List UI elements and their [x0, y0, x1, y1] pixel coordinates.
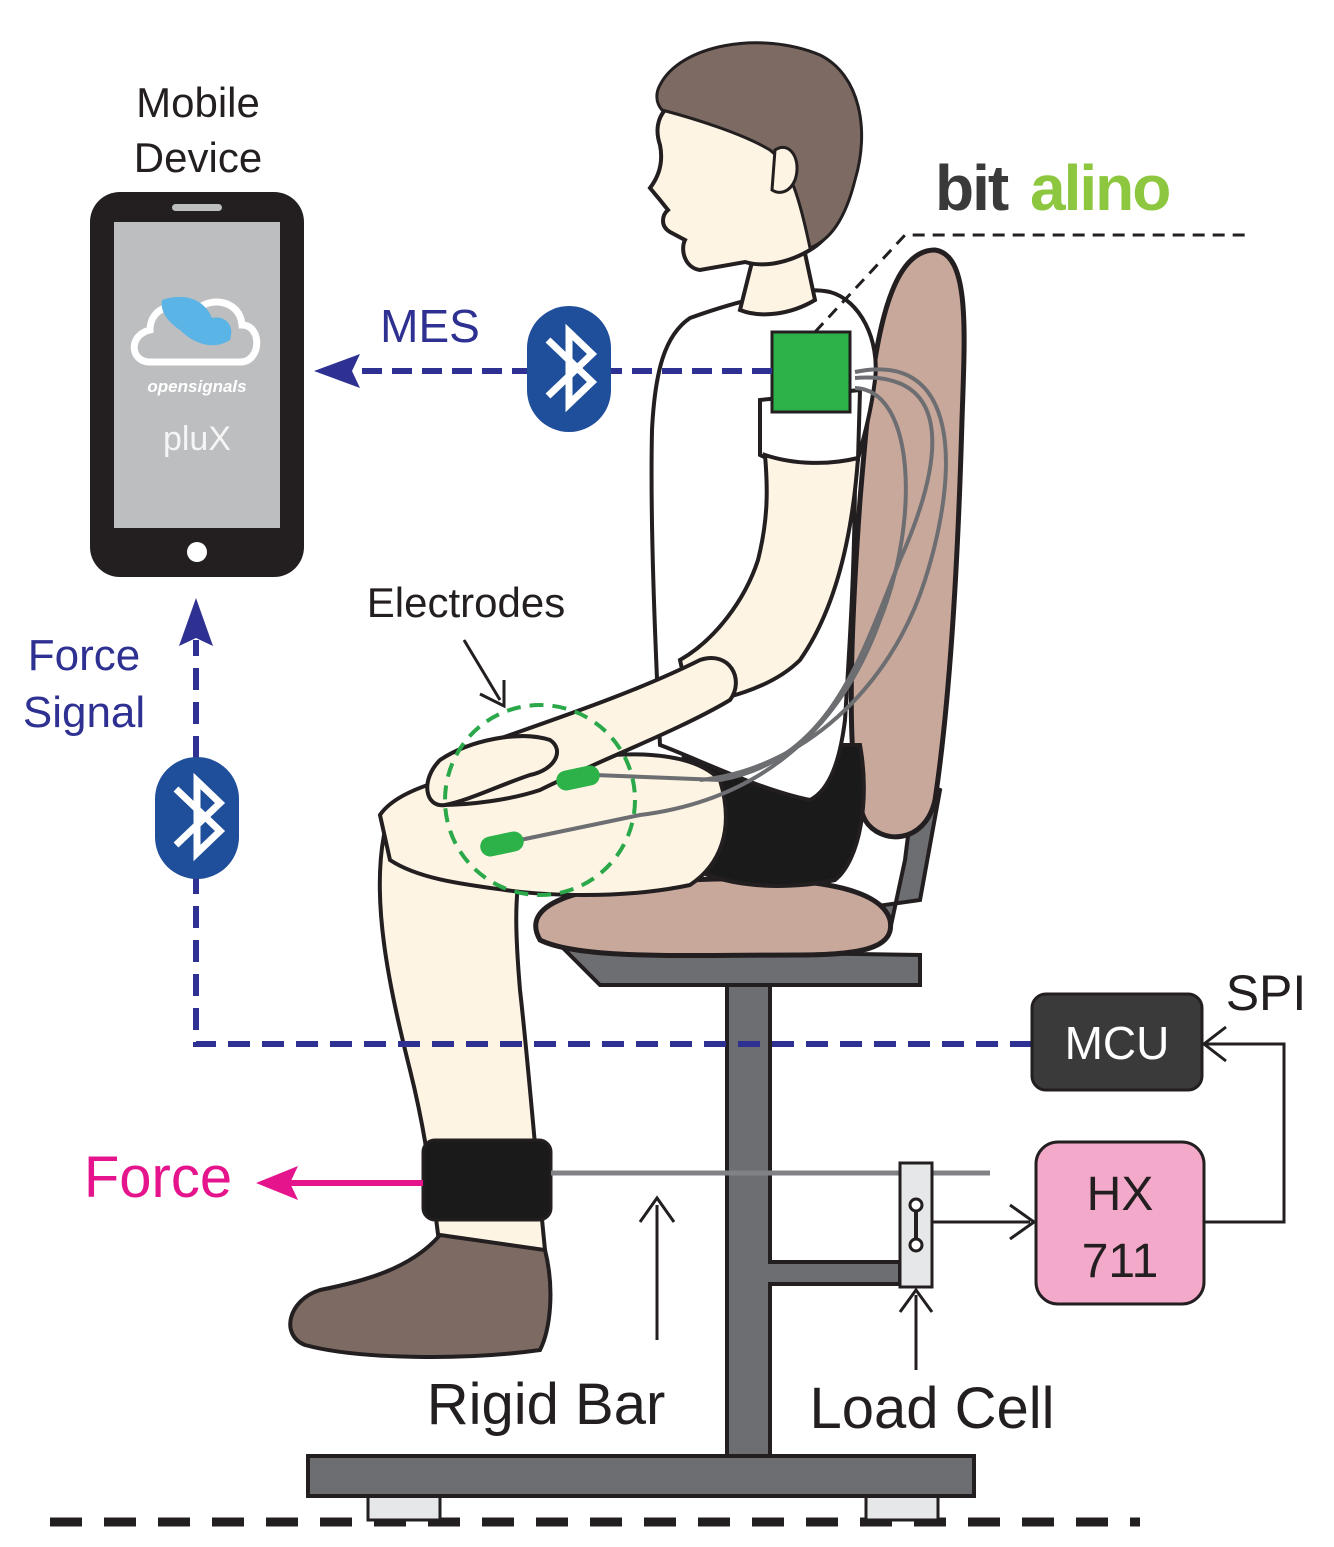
mobile-label-line2: Device — [134, 134, 262, 181]
spi-line — [1205, 1042, 1286, 1224]
electrodes-pointer — [462, 639, 502, 701]
chair-base — [306, 1454, 976, 1498]
person — [288, 41, 878, 1359]
ankle-strap — [421, 1138, 553, 1222]
force-label: Force — [84, 1145, 232, 1210]
person-hand — [425, 734, 560, 808]
plux-logo: pluX — [163, 420, 231, 458]
mes-label: MES — [380, 300, 480, 352]
bluetooth-icon — [155, 757, 239, 879]
electrode-cables — [519, 367, 948, 842]
person-upper-arm — [677, 452, 861, 708]
phone-speaker — [172, 204, 222, 211]
hx711-box — [1034, 1140, 1206, 1306]
force-signal-label-line1: Force — [28, 631, 140, 680]
bitalino-sensor — [770, 330, 852, 414]
svg-text:alino: alino — [1030, 152, 1169, 224]
mobile-label-line1: Mobile — [136, 79, 260, 126]
hx711-label-line1: HX — [1087, 1168, 1154, 1221]
force-signal-label-line2: Signal — [23, 688, 145, 737]
load-cell-label: Load Cell — [809, 1376, 1054, 1441]
bitalino-leader-line — [813, 233, 1250, 334]
chair — [306, 247, 976, 1522]
person-hair — [655, 41, 864, 251]
mes-arrowhead — [314, 354, 360, 388]
mcu-label: MCU — [1065, 1017, 1170, 1069]
force-signal-arrowhead — [179, 598, 213, 646]
home-button-icon — [187, 542, 207, 562]
force-arrowhead — [256, 1166, 298, 1200]
hx711-label-line2: 711 — [1082, 1235, 1159, 1288]
bitalino-logo: bit alino — [935, 152, 1171, 224]
phone-screen — [114, 222, 280, 528]
electrodes-label: Electrodes — [367, 579, 565, 626]
svg-text:bit: bit — [935, 152, 1009, 224]
opensignals-logo: opensignals — [147, 377, 246, 396]
electrode-area-circle — [443, 703, 637, 897]
rigid-bar-label: Rigid Bar — [427, 1372, 666, 1437]
mobile-device: opensignals pluX — [90, 192, 304, 577]
electrode-upper — [556, 765, 600, 791]
spi-label: SPI — [1226, 965, 1307, 1021]
person-ear — [770, 146, 799, 194]
mcu-box — [1030, 992, 1204, 1092]
cloud-icon — [130, 296, 261, 366]
electrode-lower — [480, 831, 524, 857]
bluetooth-icon — [527, 306, 611, 432]
person-shoe — [288, 1232, 553, 1359]
